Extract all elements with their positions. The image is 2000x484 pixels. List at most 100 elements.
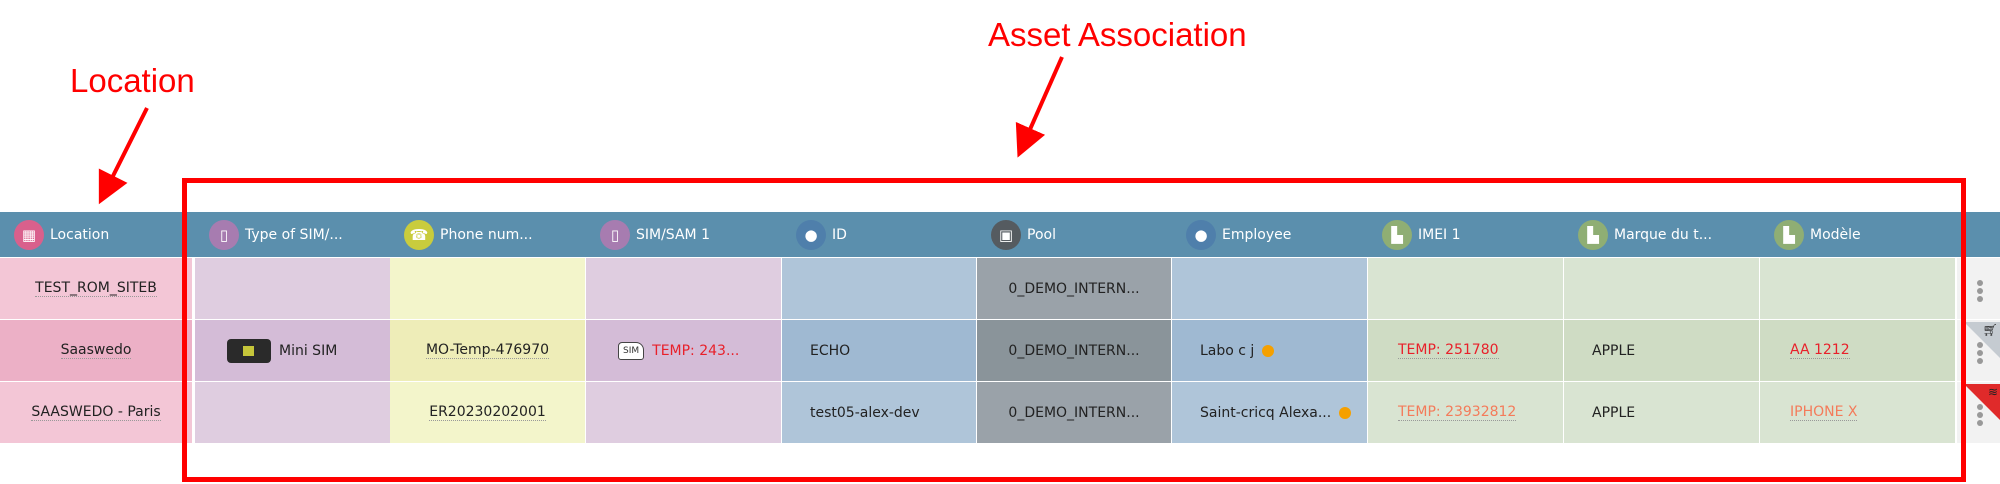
cell-employee[interactable]: Saint-cricq Alexa... <box>1172 382 1367 443</box>
column-header-label: ID <box>832 226 847 243</box>
cell-value: Saint-cricq Alexa... <box>1200 404 1332 421</box>
column-header-label: Marque du t... <box>1614 226 1713 243</box>
cell-imei[interactable] <box>1368 258 1563 319</box>
table-row[interactable]: TEST_ROM_SITEB 0_DEMO_INTERN... <box>0 258 2000 319</box>
column-header-sim-sam[interactable]: ▯ SIM/SAM 1 <box>600 212 710 257</box>
column-header-marque[interactable]: ▙ Marque du t... <box>1578 212 1712 257</box>
column-header-label: Employee <box>1222 226 1292 243</box>
more-options-icon[interactable] <box>1977 404 1983 428</box>
column-header-modele[interactable]: ▙ Modèle <box>1774 212 1861 257</box>
grid-header: ▦ Location ▯ Type of SIM/... ☎ Phone num... ▯ S… <box>0 212 2000 257</box>
cell-id[interactable]: ECHO <box>782 320 976 381</box>
cell-location[interactable]: TEST_ROM_SITEB <box>0 258 192 319</box>
column-header-label: Location <box>50 226 110 243</box>
asset-arrow <box>1015 56 1064 158</box>
cell-value: TEMP: 23932812 <box>1398 404 1517 421</box>
cell-value: TEMP: 243... <box>652 342 740 359</box>
column-header-sim-type[interactable]: ▯ Type of SIM/... <box>209 212 343 257</box>
cell-pool[interactable]: 0_DEMO_INTERN... <box>977 382 1171 443</box>
devices-icon: ▙ <box>1774 219 1804 250</box>
cell-value: IPHONE X <box>1790 404 1858 421</box>
asset-association-annotation: Asset Association <box>988 16 1247 53</box>
cell-marque[interactable] <box>1564 258 1759 319</box>
cell-phone[interactable] <box>390 258 585 319</box>
status-dot <box>1339 406 1352 419</box>
cell-value: MO-Temp-476970 <box>425 342 550 359</box>
row-actions <box>1957 258 2000 319</box>
mini-sim-icon <box>227 338 271 363</box>
cell-modele[interactable] <box>1760 258 1955 319</box>
column-header-label: IMEI 1 <box>1418 226 1461 243</box>
cell-modele[interactable]: AA 1212 <box>1760 320 1955 381</box>
table-row[interactable]: Saaswedo Mini SIM MO-Temp-476970 SIM TEMP: 2… <box>0 320 2000 381</box>
cell-value: 0_DEMO_INTERN... <box>1008 280 1140 297</box>
status-dot <box>1262 344 1275 357</box>
column-header-label: Modèle <box>1810 226 1861 243</box>
cell-sim-sam[interactable] <box>586 382 781 443</box>
cell-marque[interactable]: APPLE <box>1564 320 1759 381</box>
cell-modele[interactable]: IPHONE X <box>1760 382 1955 443</box>
cell-pool[interactable]: 0_DEMO_INTERN... <box>977 258 1171 319</box>
cell-sim-type[interactable] <box>195 382 390 443</box>
column-header-location[interactable]: ▦ Location <box>14 212 109 257</box>
sim-card-icon: ▯ <box>600 219 630 250</box>
cell-value: APPLE <box>1592 342 1636 359</box>
sim-card-icon: ▯ <box>209 219 239 250</box>
cell-marque[interactable]: APPLE <box>1564 382 1759 443</box>
annotation-arrows <box>98 56 1064 205</box>
cell-imei[interactable]: TEMP: 251780 <box>1368 320 1563 381</box>
column-header-phone[interactable]: ☎ Phone num... <box>404 212 533 257</box>
column-header-id[interactable]: ● ID <box>796 212 847 257</box>
person-icon: ● <box>796 219 826 250</box>
cell-sim-type[interactable] <box>195 258 390 319</box>
cell-value: 0_DEMO_INTERN... <box>1008 342 1140 359</box>
cell-value: test05-alex-dev <box>810 404 920 421</box>
cell-value: AA 1212 <box>1790 342 1850 359</box>
cell-value: 0_DEMO_INTERN... <box>1008 404 1140 421</box>
column-header-imei[interactable]: ▙ IMEI 1 <box>1382 212 1461 257</box>
cell-value: TEMP: 251780 <box>1398 342 1499 359</box>
cell-employee[interactable] <box>1172 258 1367 319</box>
person-icon: ● <box>1186 219 1216 250</box>
cell-sim-type[interactable]: Mini SIM <box>195 320 390 381</box>
cell-sim-sam[interactable]: SIM TEMP: 243... <box>586 320 781 381</box>
column-header-label: SIM/SAM 1 <box>636 226 710 243</box>
cell-sim-sam[interactable] <box>586 258 781 319</box>
column-header-employee[interactable]: ● Employee <box>1186 212 1291 257</box>
cell-id[interactable] <box>782 258 976 319</box>
column-header-label: Type of SIM/... <box>245 226 343 243</box>
phone-icon: ☎ <box>404 219 434 250</box>
devices-icon: ▙ <box>1382 219 1412 250</box>
cell-value: TEST_ROM_SITEB <box>35 280 157 297</box>
row-actions: ≋ <box>1957 382 2000 443</box>
cell-location[interactable]: SAASWEDO - Paris <box>0 382 192 443</box>
cell-value: SAASWEDO - Paris <box>31 404 161 421</box>
sim-icon: SIM <box>618 341 645 360</box>
cell-imei[interactable]: TEMP: 23932812 <box>1368 382 1563 443</box>
cell-value: ECHO <box>810 342 851 359</box>
column-header-label: Pool <box>1027 226 1056 243</box>
more-options-icon[interactable] <box>1977 280 1983 304</box>
devices-icon: ▙ <box>1578 219 1608 250</box>
cell-value: Labo c j <box>1200 342 1255 359</box>
location-annotation: Location <box>70 62 195 99</box>
column-header-pool[interactable]: ▣ Pool <box>991 212 1056 257</box>
row-actions: 🛒︎ <box>1957 320 2000 381</box>
cell-phone[interactable]: ER20230202001 <box>390 382 585 443</box>
box-icon: ▣ <box>991 219 1021 250</box>
cell-id[interactable]: test05-alex-dev <box>782 382 976 443</box>
more-options-icon[interactable] <box>1977 342 1983 366</box>
building-icon: ▦ <box>14 219 44 250</box>
cell-employee[interactable]: Labo c j <box>1172 320 1367 381</box>
cell-pool[interactable]: 0_DEMO_INTERN... <box>977 320 1171 381</box>
location-arrow <box>98 107 149 205</box>
cell-phone[interactable]: MO-Temp-476970 <box>390 320 585 381</box>
table-row[interactable]: SAASWEDO - Paris ER20230202001 test05-alex… <box>0 382 2000 443</box>
asset-grid: ▦ Location ▯ Type of SIM/... ☎ Phone num... ▯ S… <box>0 212 2000 443</box>
cell-value: Mini SIM <box>279 342 338 359</box>
stack-icon: ≋ <box>1987 385 1998 399</box>
cell-value: ER20230202001 <box>429 404 546 421</box>
column-header-label: Phone num... <box>440 226 533 243</box>
cell-value: Saaswedo <box>60 342 132 359</box>
cell-location[interactable]: Saaswedo <box>0 320 192 381</box>
